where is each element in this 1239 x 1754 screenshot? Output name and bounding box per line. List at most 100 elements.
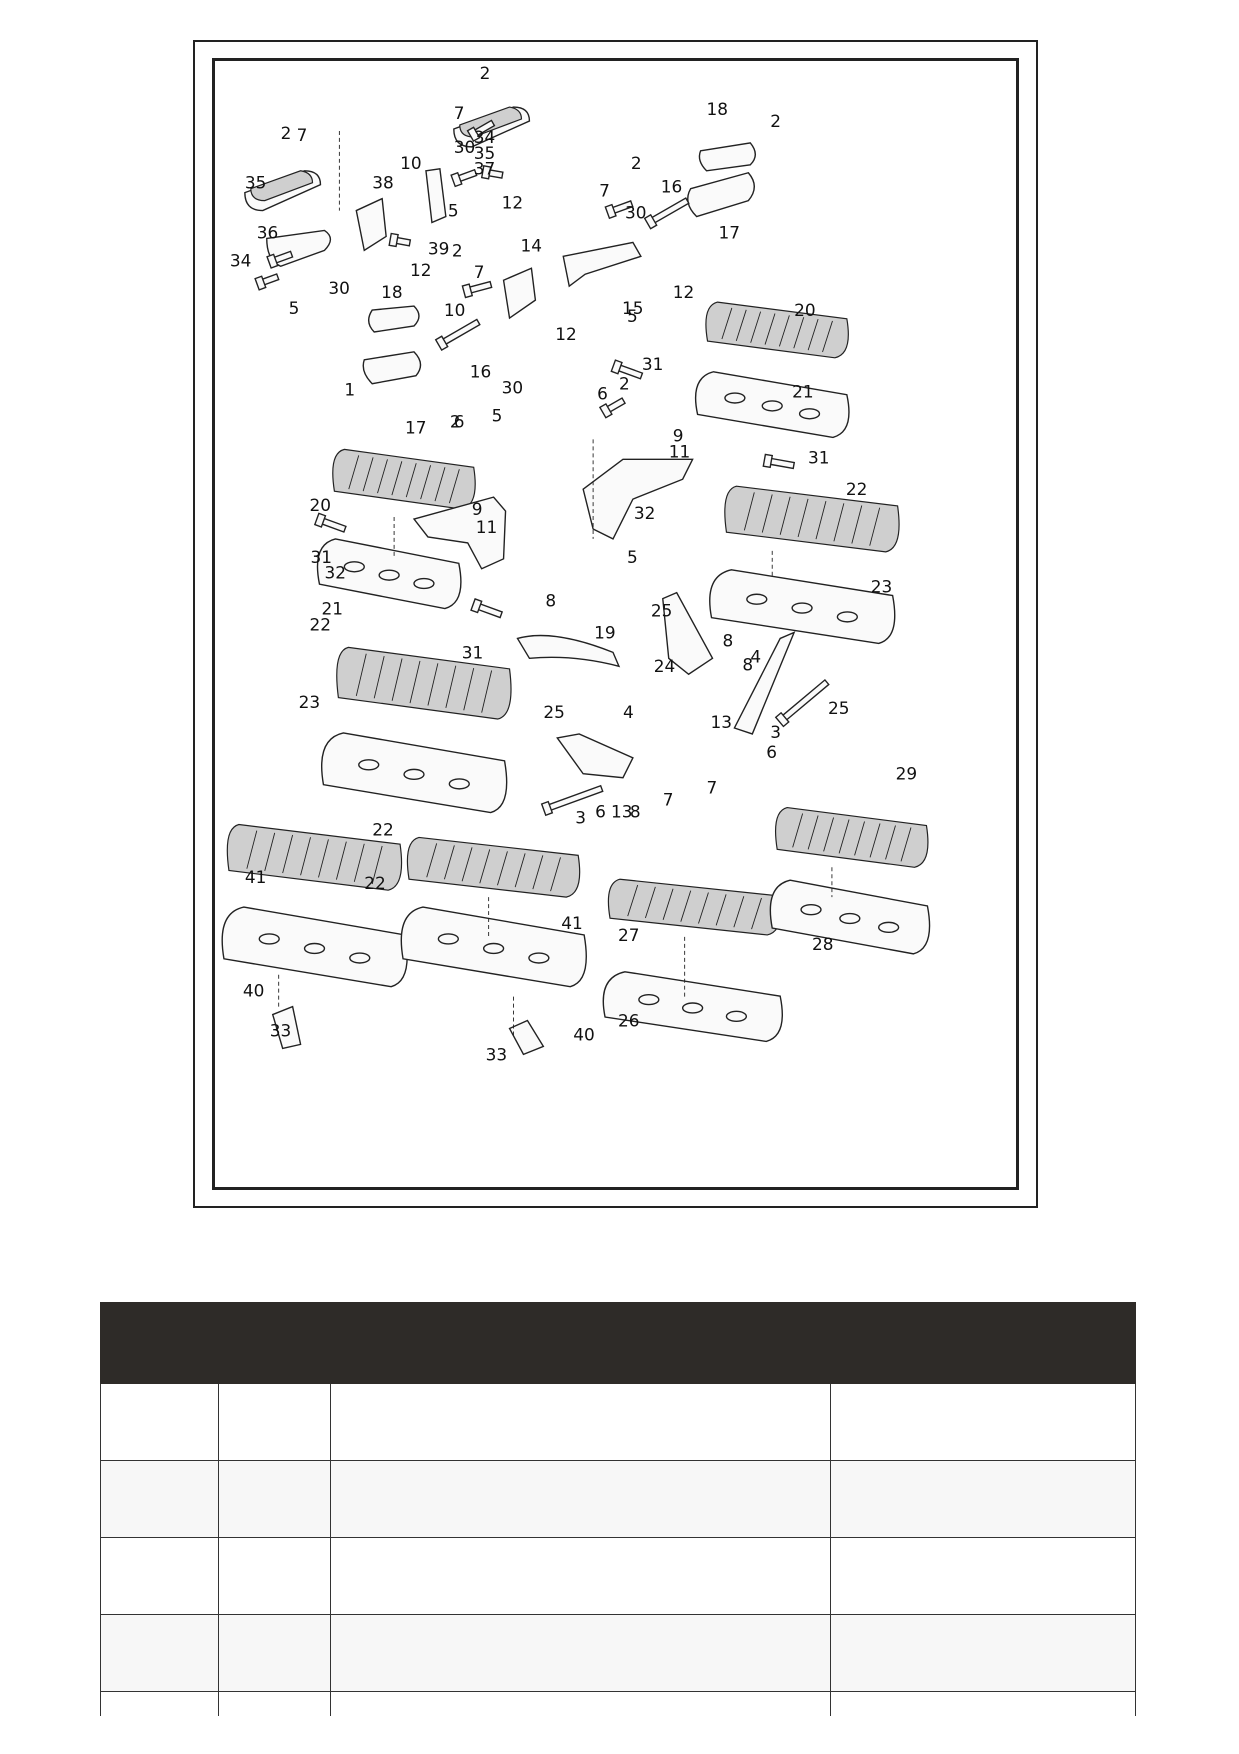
mount-boss [528, 952, 550, 964]
callout-label: 38 [372, 173, 394, 193]
callout-label: 1 [344, 380, 355, 400]
bracket-40 [508, 1019, 545, 1056]
callout-label: 2 [452, 240, 463, 260]
callout-label: 23 [299, 692, 321, 712]
peg-bracket-39 [425, 167, 447, 224]
bolt [450, 168, 478, 188]
tread-rib [823, 817, 835, 852]
diagram-canvas: 2122222233445555566667777778888991010111… [221, 63, 931, 1064]
bolt-shank [768, 457, 796, 470]
tread-rib [391, 461, 403, 496]
callout-label: 18 [707, 99, 729, 119]
callout-label: 21 [321, 599, 343, 619]
tread-rib [851, 505, 863, 544]
tread-rib [680, 890, 692, 922]
callout-label: 12 [673, 282, 695, 302]
peg-pad [250, 170, 314, 202]
arm-19 [516, 634, 621, 668]
callout-label: 16 [470, 362, 492, 382]
tread-rib [246, 830, 258, 869]
rubber-tread [724, 485, 900, 553]
bolt-shank [781, 678, 830, 722]
tread-rib [391, 658, 403, 701]
callout-label: 5 [627, 547, 638, 567]
bolt-head [643, 213, 658, 230]
table-row [100, 1383, 1136, 1461]
tread-rib [838, 819, 850, 854]
tread-rib [822, 320, 833, 353]
callout-label: 41 [245, 867, 267, 887]
floorboard-bracket-32 [582, 458, 694, 540]
table-cell [830, 1691, 1136, 1716]
callout-label: 2 [450, 411, 461, 431]
tread-rib [405, 463, 417, 498]
bolt-head [540, 800, 554, 817]
callout-label: 27 [618, 925, 640, 945]
tread-rib [282, 834, 294, 874]
table-row [100, 1691, 1136, 1716]
callout-label: 40 [243, 981, 265, 1001]
callout-label: 7 [707, 778, 718, 798]
mount-boss [448, 778, 470, 790]
bolt-head [450, 171, 463, 188]
table-cell [330, 1383, 831, 1461]
tread-rib [869, 823, 881, 858]
diagram-drawing [221, 106, 931, 1056]
callout-label: 35 [245, 173, 267, 193]
tread-rib [377, 459, 388, 494]
tread-rib [815, 501, 827, 540]
mount-boss [349, 952, 371, 964]
mount-boss [638, 993, 660, 1006]
bracket-13-left [556, 733, 634, 779]
mount-boss [681, 1002, 704, 1014]
mount-boss [258, 933, 280, 945]
callout-label: 2 [480, 63, 491, 83]
callout-label: 6 [766, 742, 777, 762]
callout-label: 31 [642, 354, 664, 374]
callout-label: 25 [651, 601, 673, 621]
table-cell [330, 1691, 831, 1716]
callout-label: 13 [711, 712, 733, 732]
callout-label: 32 [634, 503, 656, 523]
tread-rib [644, 886, 656, 919]
callout-label: 12 [502, 193, 524, 213]
callout-label: 8 [630, 802, 641, 822]
mount-bracket-15 [562, 241, 642, 288]
bolt-head [480, 165, 492, 180]
mount-boss [378, 569, 400, 581]
tread-rib [371, 845, 383, 885]
tread-rib [833, 503, 845, 542]
callout-label: 25 [828, 698, 850, 718]
bracket-24 [662, 591, 714, 676]
diagram-callouts: 2122222233445555566667777778888991010111… [230, 63, 917, 1064]
pin-31 [470, 598, 504, 619]
mount-boss [761, 400, 783, 412]
callout-label: 34 [474, 127, 496, 147]
mount-boss [358, 759, 380, 771]
tread-rib [409, 660, 421, 704]
table-row [100, 1614, 1136, 1692]
mount-boss [303, 942, 326, 955]
mount-boss [877, 921, 900, 934]
floorboard-pan-28 [769, 879, 931, 955]
floorboard-tread-20 [705, 301, 849, 359]
tread-rib [792, 813, 804, 848]
tread-rib [514, 853, 526, 888]
bolt-3-left [540, 784, 604, 817]
callout-label: 11 [669, 441, 691, 461]
bolt-3 [774, 678, 830, 728]
mount-boss [800, 904, 822, 916]
table-cell [330, 1460, 831, 1538]
tread-rib [497, 851, 508, 886]
tread-rib [463, 667, 475, 711]
bracket-13 [733, 631, 796, 735]
callout-label: 36 [257, 222, 279, 242]
bolt-head [266, 253, 279, 269]
floorboard-tread-22 [724, 485, 900, 553]
callout-label: 4 [750, 646, 761, 666]
callout-label: 20 [310, 495, 332, 515]
callout-label: 28 [812, 934, 834, 954]
callout-label: 19 [594, 622, 616, 642]
callout-label: 9 [472, 499, 483, 519]
